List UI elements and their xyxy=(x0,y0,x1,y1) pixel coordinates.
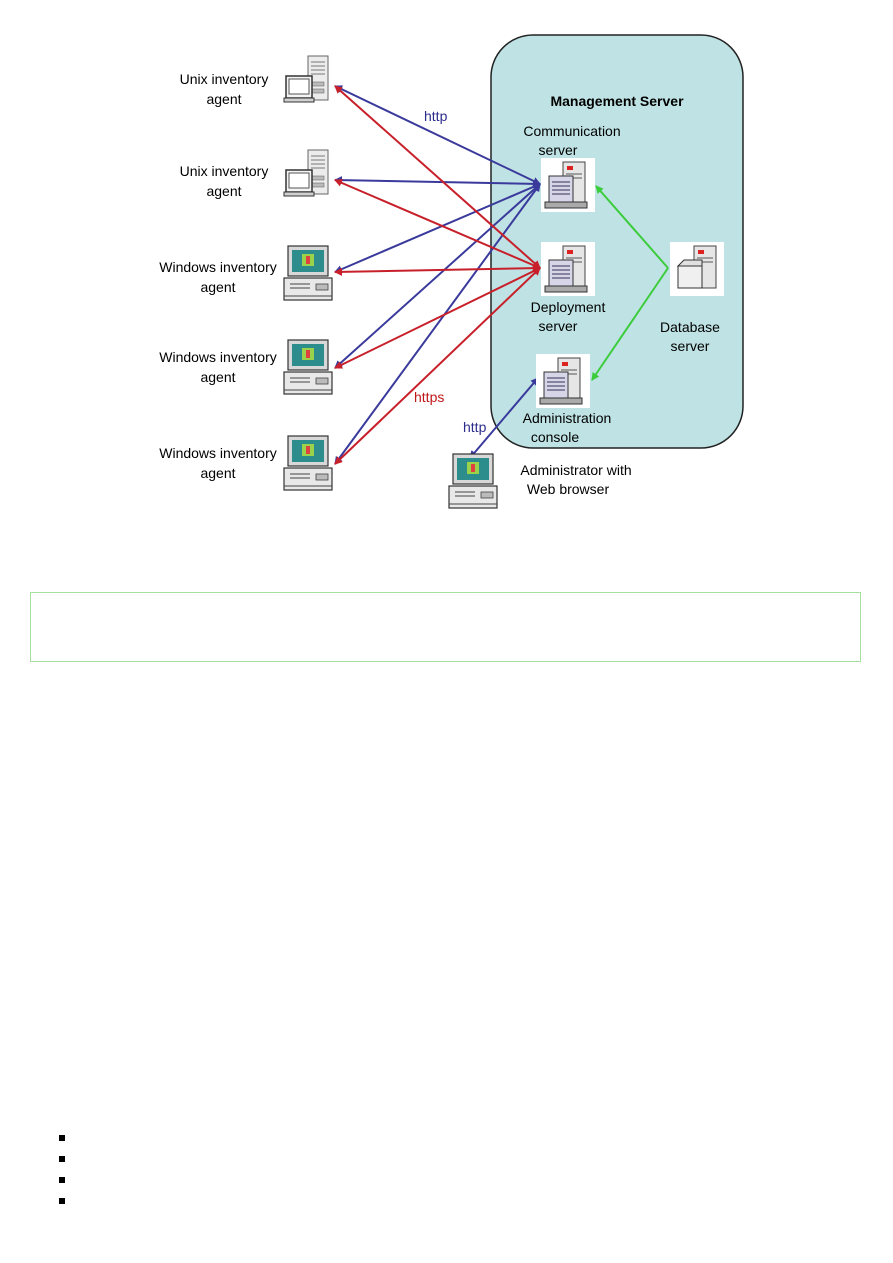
agent-label-line2: agent xyxy=(206,183,241,199)
list-item xyxy=(40,1128,65,1149)
communication-server: Communication server xyxy=(523,123,621,213)
agent-windows-3: Windows inventory agent xyxy=(159,435,333,491)
agent-unix-1: Unix inventory agent xyxy=(180,55,329,107)
desktop-computer-icon xyxy=(283,245,333,301)
https-arrows xyxy=(334,85,541,465)
agent-windows-2: Windows inventory agent xyxy=(159,339,333,395)
list-item xyxy=(40,1191,65,1212)
administrator-label-line2: Web browser xyxy=(527,481,610,497)
list-item xyxy=(40,1149,65,1170)
agent-windows-1: Windows inventory agent xyxy=(159,245,333,301)
database-server-label-line2: server xyxy=(671,338,710,354)
bullet-list xyxy=(40,1128,65,1212)
server-icon xyxy=(540,157,596,213)
agent-label-line1: Windows inventory xyxy=(159,259,277,275)
database-server: Database server xyxy=(660,241,725,354)
server-icon xyxy=(283,55,329,103)
agent-label-line2: agent xyxy=(200,465,235,481)
server-icon xyxy=(540,241,596,297)
database-server-icon xyxy=(669,241,725,297)
deployment-server-label-line1: Deployment xyxy=(531,299,606,315)
administration-console-label-line1: Administration xyxy=(523,410,612,426)
agent-label-line1: Unix inventory xyxy=(180,71,269,87)
internal-arrows xyxy=(591,185,669,381)
administrator-label-line1: Administrator with xyxy=(520,462,631,478)
https-label: https xyxy=(414,389,444,405)
administrator: Administrator with Web browser xyxy=(448,453,632,509)
agent-label-line2: agent xyxy=(206,91,241,107)
deployment-server-label-line2: server xyxy=(539,318,578,334)
database-server-label-line1: Database xyxy=(660,319,720,335)
list-item xyxy=(40,1170,65,1191)
agent-label-line1: Windows inventory xyxy=(159,445,277,461)
desktop-computer-icon xyxy=(283,435,333,491)
administration-console-label-line2: console xyxy=(531,429,579,445)
communication-server-label-line1: Communication xyxy=(523,123,620,139)
desktop-computer-icon xyxy=(283,339,333,395)
administration-console: Administration console xyxy=(523,353,612,445)
http-admin-label: http xyxy=(463,419,487,435)
architecture-diagram: Management Server http https http Unix i… xyxy=(159,34,744,509)
desktop-computer-icon xyxy=(448,453,498,509)
http-label: http xyxy=(424,108,448,124)
management-server-title: Management Server xyxy=(550,93,684,109)
note-box xyxy=(30,592,861,662)
agent-label-line2: agent xyxy=(200,369,235,385)
agent-label-line1: Unix inventory xyxy=(180,163,269,179)
deployment-server: Deployment server xyxy=(531,241,606,334)
agent-label-line2: agent xyxy=(200,279,235,295)
server-icon xyxy=(283,149,329,197)
communication-server-label-line2: server xyxy=(539,142,578,158)
agent-unix-2: Unix inventory agent xyxy=(180,149,329,199)
agent-label-line1: Windows inventory xyxy=(159,349,277,365)
server-icon xyxy=(535,353,591,409)
